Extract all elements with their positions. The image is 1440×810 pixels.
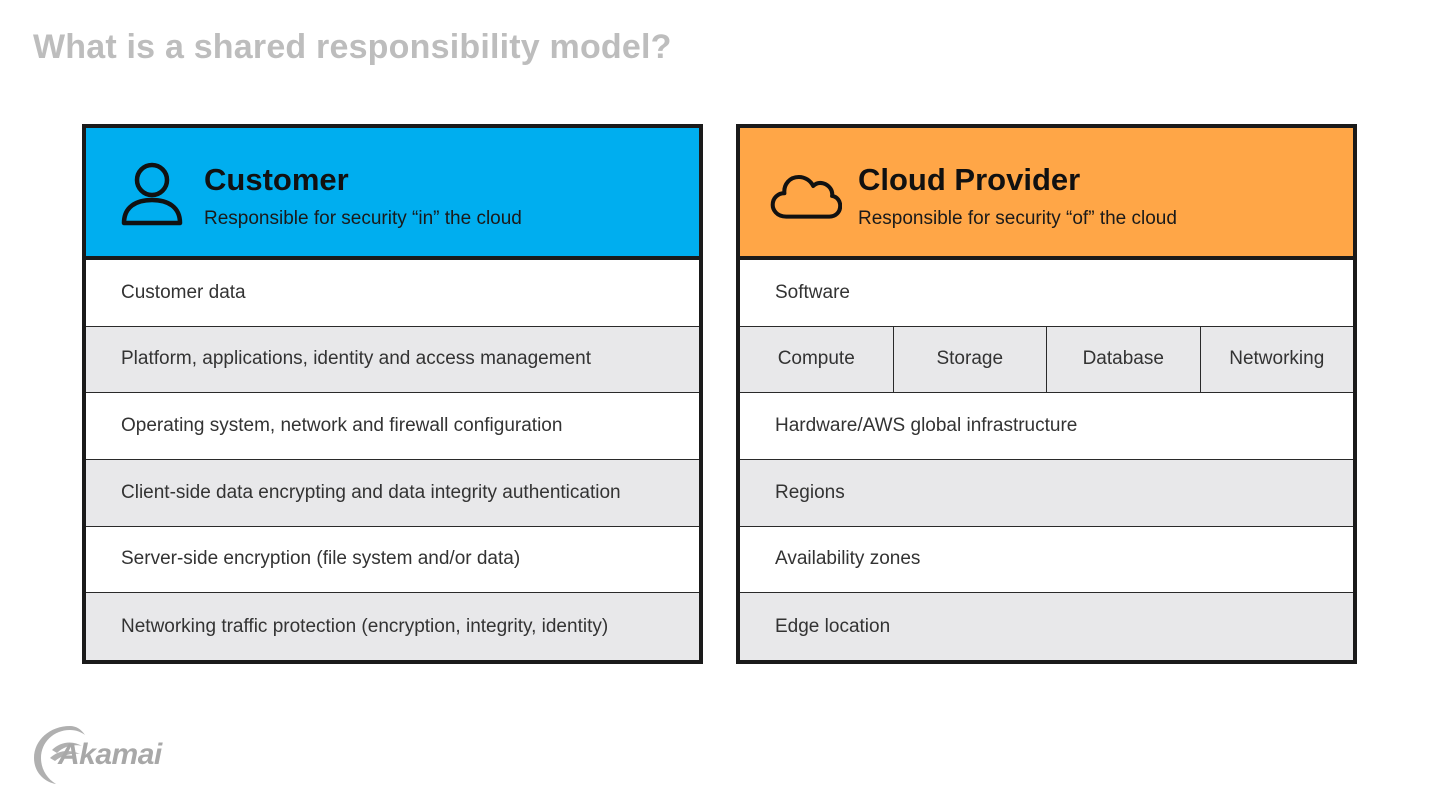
service-networking: Networking <box>1229 348 1325 370</box>
customer-row-server-side: Server-side encryption (file system and/… <box>86 526 699 594</box>
provider-row-software: Software <box>740 259 1353 327</box>
customer-header: Customer Responsible for security “in” t… <box>86 128 699 260</box>
customer-row-os: Operating system, network and firewall c… <box>86 393 699 460</box>
customer-row-network-traffic: Networking traffic protection (encryptio… <box>86 593 699 660</box>
provider-header-text: Cloud Provider Responsible for security … <box>858 162 1177 230</box>
akamai-logo: Akamai <box>30 720 190 788</box>
provider-header: Cloud Provider Responsible for security … <box>740 128 1353 260</box>
customer-subtitle: Responsible for security “in” the cloud <box>204 208 522 229</box>
customer-header-text: Customer Responsible for security “in” t… <box>204 162 522 230</box>
provider-row-services: Compute Storage Database Networking <box>740 326 1353 394</box>
customer-title: Customer <box>204 162 349 197</box>
person-icon <box>121 162 183 226</box>
provider-row-zones: Availability zones <box>740 526 1353 594</box>
akamai-logo-text: Akamai <box>58 738 162 771</box>
akamai-wave-icon <box>34 726 85 784</box>
service-storage: Storage <box>894 326 1047 393</box>
provider-title: Cloud Provider <box>858 162 1081 197</box>
provider-row-hardware: Hardware/AWS global infrastructure <box>740 393 1353 460</box>
provider-row-regions: Regions <box>740 459 1353 527</box>
customer-row-client-side: Client-side data encrypting and data int… <box>86 459 699 527</box>
cloud-icon <box>770 174 842 219</box>
customer-rows: Customer data Platform, applications, id… <box>86 259 699 660</box>
service-database: Database <box>1047 326 1201 393</box>
provider-row-edge: Edge location <box>740 593 1353 660</box>
customer-row-platform: Platform, applications, identity and acc… <box>86 326 699 394</box>
customer-row-data: Customer data <box>86 259 699 327</box>
page-title: What is a shared responsibility model? <box>33 28 672 66</box>
provider-panel: Cloud Provider Responsible for security … <box>736 124 1357 664</box>
provider-subtitle: Responsible for security “of” the cloud <box>858 208 1177 229</box>
service-compute: Compute <box>740 326 894 393</box>
provider-rows: Software Compute Storage Database Networ… <box>740 259 1353 660</box>
customer-panel: Customer Responsible for security “in” t… <box>82 124 703 664</box>
